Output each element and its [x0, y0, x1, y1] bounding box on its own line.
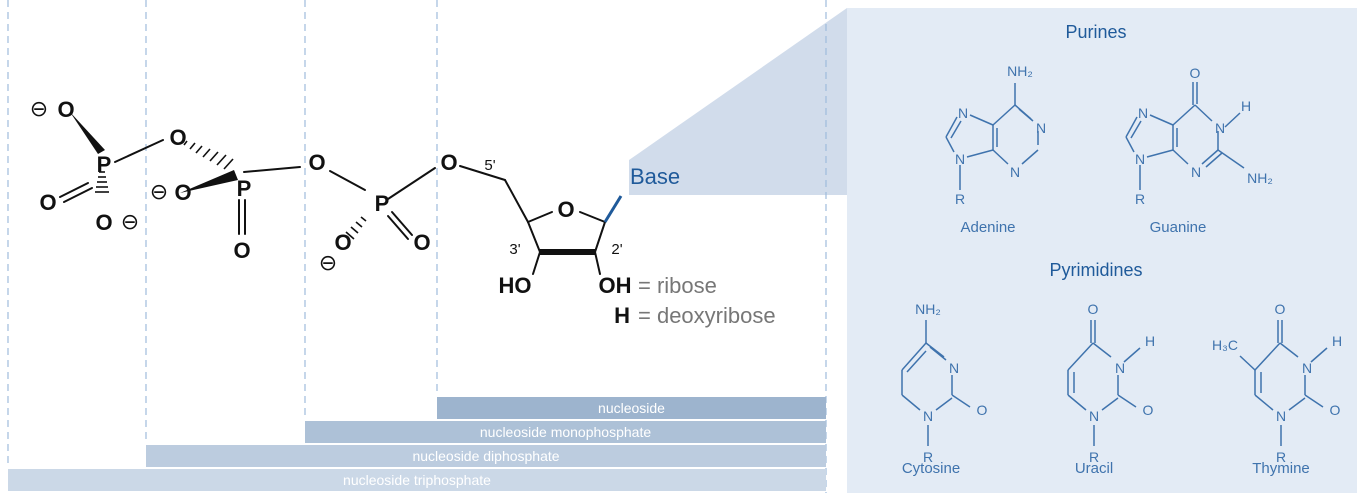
atom-label: O — [1190, 65, 1201, 81]
atom-label: N — [958, 105, 968, 121]
negative-charge-icon: ⊖ — [150, 179, 168, 204]
atom-label: N — [1302, 360, 1312, 376]
atom-label: O — [95, 210, 112, 235]
atom-label: P — [375, 191, 390, 216]
atom-label: NH₂ — [915, 301, 941, 317]
atom-label: O — [169, 125, 186, 150]
atom-label: R — [1276, 449, 1286, 465]
atom-label: R — [923, 449, 933, 465]
atom-label: H — [1332, 333, 1342, 349]
atom-label: N — [1191, 164, 1201, 180]
atom-label: O — [233, 238, 250, 263]
base-bond — [603, 195, 623, 223]
ho-label: HO — [499, 273, 532, 298]
atom-label: N — [1010, 164, 1020, 180]
atom-label: O — [977, 402, 988, 418]
ribose-label: = ribose — [638, 273, 717, 298]
atom-label: N — [1276, 408, 1286, 424]
guanine-structure — [1125, 82, 1245, 190]
purines-title: Purines — [1065, 22, 1126, 42]
adenine-name: Adenine — [960, 219, 1015, 236]
monophosphate-bar: nucleoside monophosphate — [305, 421, 826, 443]
prime-label-2: 2' — [611, 241, 622, 258]
atom-label: O — [1143, 402, 1154, 418]
deoxyribose-label: = deoxyribose — [638, 303, 776, 328]
atom-label: H — [1241, 98, 1251, 114]
atom-label: N — [1215, 120, 1225, 136]
adenine-labels: NH₂ N N N N R — [955, 63, 1046, 207]
atom-label: O — [1088, 301, 1099, 317]
thymine-name: Thymine — [1252, 460, 1310, 477]
atom-label: O — [413, 230, 430, 255]
diphosphate-bar: nucleoside diphosphate — [146, 445, 826, 467]
uracil-name: Uracil — [1075, 460, 1113, 477]
atom-label: NH₂ — [1007, 63, 1033, 79]
pyrimidines-title: Pyrimidines — [1049, 260, 1142, 280]
atom-label: H — [1145, 333, 1155, 349]
atom-label: N — [923, 408, 933, 424]
triphosphate-bar-label: nucleoside triphosphate — [343, 472, 491, 488]
hashed-bonds — [95, 140, 367, 240]
triphosphate-bar: nucleoside triphosphate — [8, 469, 826, 491]
guanine-labels: O N H N NH₂ N N R — [1135, 65, 1273, 207]
nucleoside-bar-label: nucleoside — [598, 400, 665, 416]
atom-label: NH₂ — [1247, 170, 1273, 186]
thymine-labels: O H₃C N H O N R — [1212, 301, 1342, 465]
atom-label: O — [39, 190, 56, 215]
negative-charge-icon: ⊖ — [30, 96, 48, 121]
atom-label: P — [97, 152, 112, 177]
atom-label: N — [1036, 120, 1046, 136]
atom-label: O — [308, 150, 325, 175]
wedge-bond — [70, 112, 105, 154]
cytosine-labels: NH₂ N O N R — [915, 301, 987, 465]
atom-label: O — [174, 180, 191, 205]
atom-label: N — [1138, 105, 1148, 121]
atom-label: O — [440, 150, 457, 175]
atom-label: R — [1135, 191, 1145, 207]
atom-label: N — [1089, 408, 1099, 424]
cytosine-structure — [901, 320, 971, 446]
atom-label: N — [955, 151, 965, 167]
atom-label: R — [955, 191, 965, 207]
uracil-labels: O N H O N R — [1088, 301, 1156, 465]
diphosphate-bar-label: nucleoside diphosphate — [412, 448, 560, 464]
monophosphate-bar-label: nucleoside monophosphate — [479, 424, 652, 440]
atom-label: N — [949, 360, 959, 376]
base-label: Base — [630, 164, 680, 189]
atom-label: H₃C — [1212, 337, 1238, 353]
wedge-bond — [180, 170, 238, 193]
oh-label: OH — [599, 273, 632, 298]
atom-label: O — [334, 230, 351, 255]
atom-label: N — [1115, 360, 1125, 376]
projection-wedge — [629, 8, 847, 195]
atom-label: O — [57, 97, 74, 122]
base-panel-background — [847, 8, 1357, 493]
negative-charge-icon: ⊖ — [121, 209, 139, 234]
atom-label: O — [1330, 402, 1341, 418]
cytosine-name: Cytosine — [902, 460, 960, 477]
prime-label-3: 3' — [509, 241, 520, 258]
uracil-structure — [1067, 320, 1141, 446]
atom-label: P — [237, 176, 252, 201]
atom-label: R — [1089, 449, 1099, 465]
atom-label: O — [1275, 301, 1286, 317]
atom-label: N — [1135, 151, 1145, 167]
sugar-ring-oxygen: O — [557, 197, 574, 222]
adenine-structure — [945, 83, 1039, 190]
guanine-name: Guanine — [1150, 219, 1207, 236]
negative-charge-icon: ⊖ — [319, 250, 337, 275]
prime-label-5: 5' — [484, 157, 495, 174]
h-label: H — [614, 303, 630, 328]
thymine-structure — [1239, 320, 1328, 446]
nucleoside-bar: nucleoside — [437, 397, 826, 419]
